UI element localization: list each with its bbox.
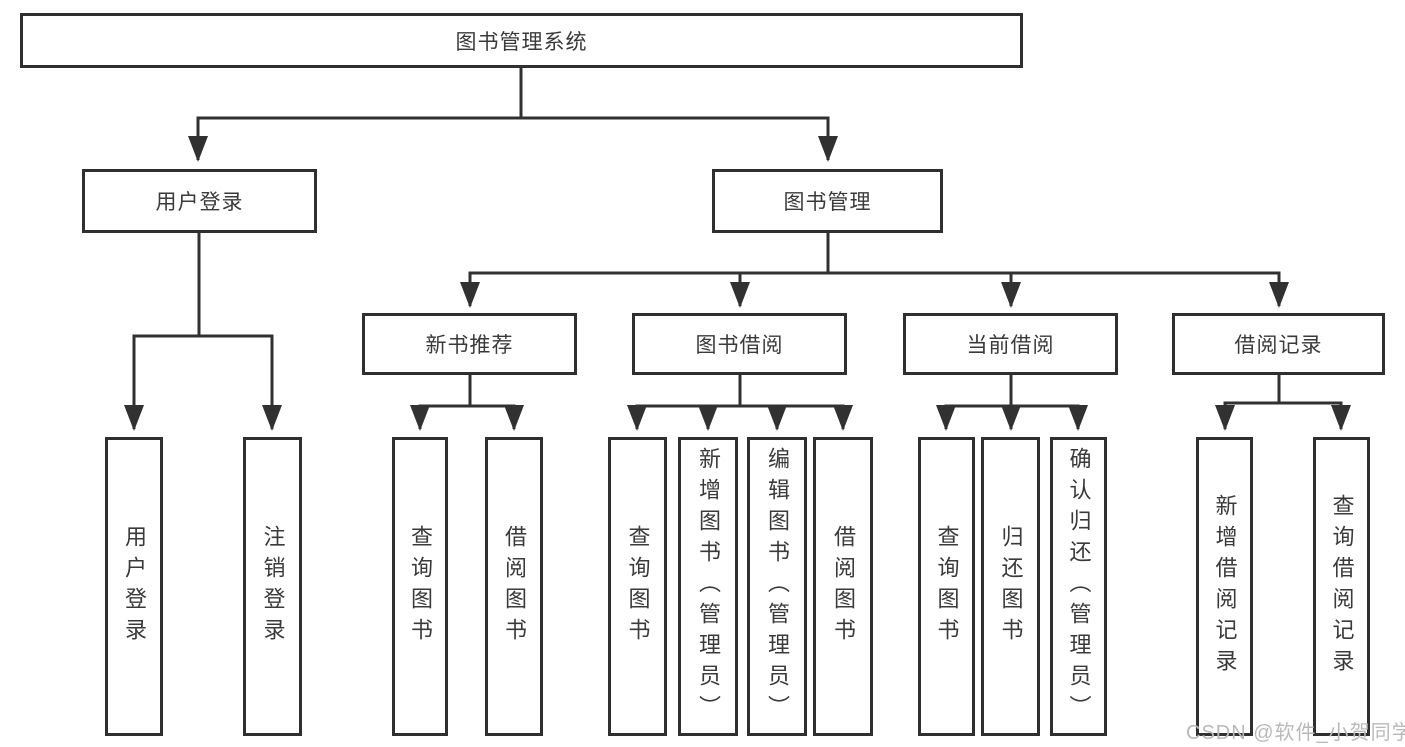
leaf-user-login: 用户登录 — [105, 437, 163, 736]
node-new-book-recommend: 新书推荐 — [362, 313, 577, 375]
csdn-watermark: CSDN @软件_小贺同学 — [1186, 722, 1405, 744]
node-user-login: 用户登录 — [82, 169, 317, 233]
leaf-query-books-current-label: 查询图书 — [934, 524, 960, 649]
leaf-query-books-borrow-label: 查询图书 — [625, 524, 651, 649]
leaf-add-borrow-record-label: 新增借阅记录 — [1212, 493, 1238, 680]
leaf-edit-books-admin: 编辑图书（管理员） — [747, 437, 807, 736]
node-new-book-recommend-label: 新书推荐 — [425, 334, 514, 357]
leaf-add-books-admin-label: 新增图书（管理员） — [696, 447, 721, 726]
node-borrow-records: 借阅记录 — [1172, 313, 1385, 375]
node-current-borrow-label: 当前借阅 — [966, 334, 1055, 357]
leaf-query-books-current: 查询图书 — [918, 437, 975, 736]
leaf-logout: 注销登录 — [243, 437, 302, 736]
leaf-return-books-label: 归还图书 — [998, 524, 1024, 649]
node-root-label: 图书管理系统 — [455, 30, 588, 54]
leaf-user-login-label: 用户登录 — [122, 524, 147, 649]
node-book-management-label: 图书管理 — [783, 191, 872, 214]
leaf-confirm-return-admin-label: 确认归还（管理员） — [1066, 447, 1092, 726]
leaf-add-borrow-record: 新增借阅记录 — [1196, 437, 1253, 736]
leaf-add-books-admin: 新增图书（管理员） — [678, 437, 738, 736]
leaf-query-books-recommend-label: 查询图书 — [408, 524, 433, 649]
leaf-query-borrow-record-label: 查询借阅记录 — [1329, 493, 1355, 680]
leaf-return-books: 归还图书 — [981, 437, 1040, 736]
leaf-borrow-books-recommend: 借阅图书 — [485, 437, 543, 736]
leaf-confirm-return-admin: 确认归还（管理员） — [1050, 437, 1107, 736]
leaf-borrow-books: 借阅图书 — [813, 437, 873, 736]
leaf-logout-label: 注销登录 — [260, 524, 286, 649]
leaf-query-borrow-record: 查询借阅记录 — [1313, 437, 1370, 736]
node-user-login-label: 用户登录 — [155, 191, 244, 214]
node-borrow-records-label: 借阅记录 — [1234, 334, 1323, 357]
node-book-borrow: 图书借阅 — [632, 313, 847, 375]
node-book-borrow-label: 图书借阅 — [695, 334, 784, 357]
node-current-borrow: 当前借阅 — [903, 313, 1118, 375]
leaf-query-books-borrow: 查询图书 — [608, 437, 667, 736]
node-book-management: 图书管理 — [712, 169, 943, 233]
leaf-query-books-recommend: 查询图书 — [392, 437, 448, 736]
leaf-borrow-books-recommend-label: 借阅图书 — [502, 524, 527, 649]
leaf-edit-books-admin-label: 编辑图书（管理员） — [765, 447, 790, 726]
node-root-system: 图书管理系统 — [20, 13, 1023, 68]
leaf-borrow-books-label: 借阅图书 — [831, 524, 856, 649]
